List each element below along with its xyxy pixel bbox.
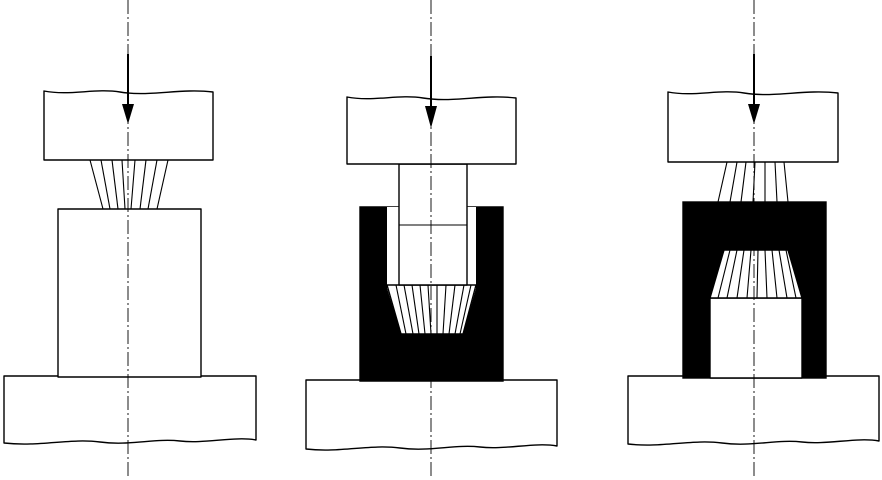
workpiece-left [57, 208, 202, 378]
force-arrow-right [748, 54, 760, 124]
force-arrow-middle [425, 56, 437, 128]
upper-die-left [43, 90, 214, 161]
flow-lines-middle [395, 284, 472, 335]
workpiece-head-right [709, 249, 803, 299]
workpiece-lower-right [709, 297, 803, 379]
panel-middle [305, 0, 558, 478]
panel-right [627, 0, 880, 478]
base-block-right [627, 375, 880, 446]
flow-lines-right-upper [717, 161, 789, 203]
flow-lines-right-lower [717, 249, 797, 299]
base-block-middle [305, 379, 558, 451]
upper-die-middle [346, 96, 517, 165]
force-arrow-left [122, 54, 134, 124]
flow-lines-left [89, 159, 169, 210]
panel-left [3, 0, 257, 478]
base-block-left [3, 375, 257, 445]
